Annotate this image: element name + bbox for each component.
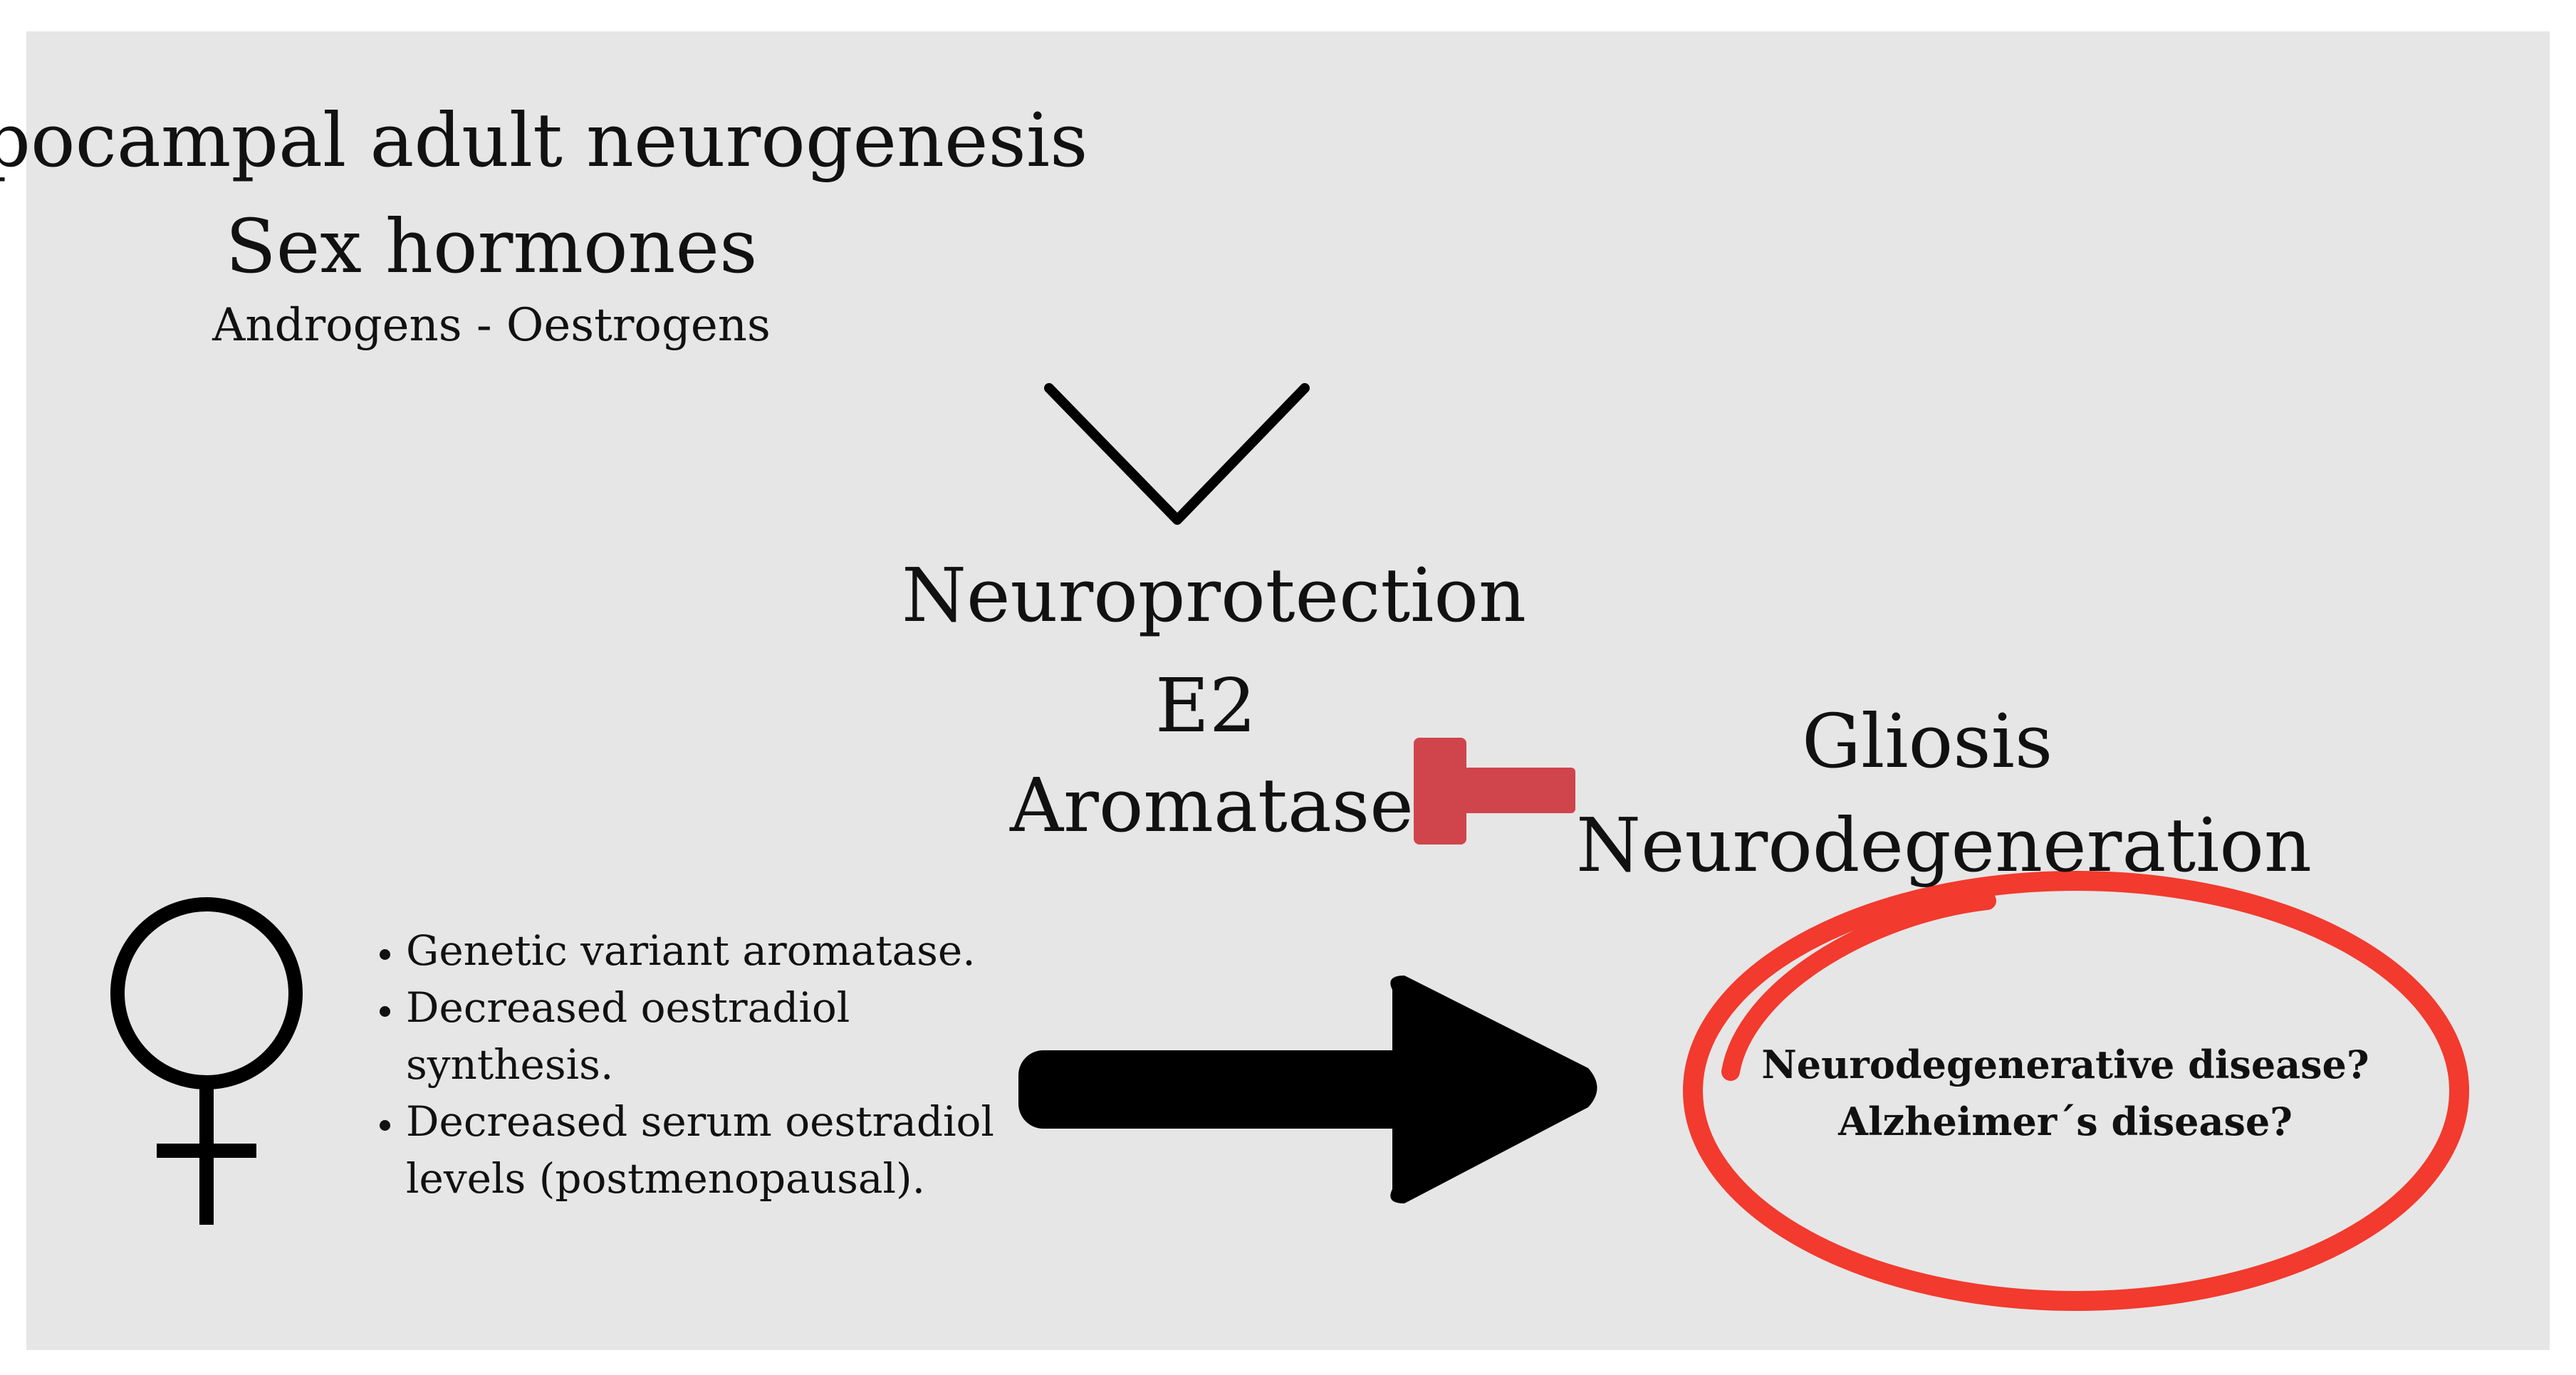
outcome-text: Neurodegenerative disease? Alzheimer´s d… [1674,1036,2457,1150]
outcome-alzheimers: Alzheimer´s disease? [1838,1099,2293,1144]
heading-hormone-types: Androgens - Oestrogens [212,299,771,352]
outcome-neurodegenerative: Neurodegenerative disease? [1761,1042,2369,1087]
heading-sex-hormones: Sex hormones [225,203,758,290]
list-item: Genetic variant aromatase. [406,922,1047,979]
list-item: Decreased serum oestradiol levels (postm… [406,1093,1047,1207]
label-aromatase: Aromatase [1010,762,1414,849]
label-e2: E2 [1155,662,1257,749]
diagram-panel [26,31,2550,1350]
risk-factor-list: Genetic variant aromatase. Decreased oes… [349,922,1047,1207]
female-symbol-icon [110,897,303,1225]
label-gliosis: Gliosis [1802,698,2053,785]
converge-v-icon [1044,383,1310,525]
list-item: Decreased oestradiol synthesis. [406,979,1047,1093]
heading-neurogenesis: Hipocampal adult neurogenesis [0,97,1088,184]
highlight-circle-icon [1683,871,2469,1311]
inhibition-bar-icon [1414,738,1575,845]
right-arrow-icon [1018,976,1597,1203]
label-neuroprotection: Neuroprotection [902,552,1526,639]
label-neurodegeneration: Neurodegeneration [1576,802,2312,889]
